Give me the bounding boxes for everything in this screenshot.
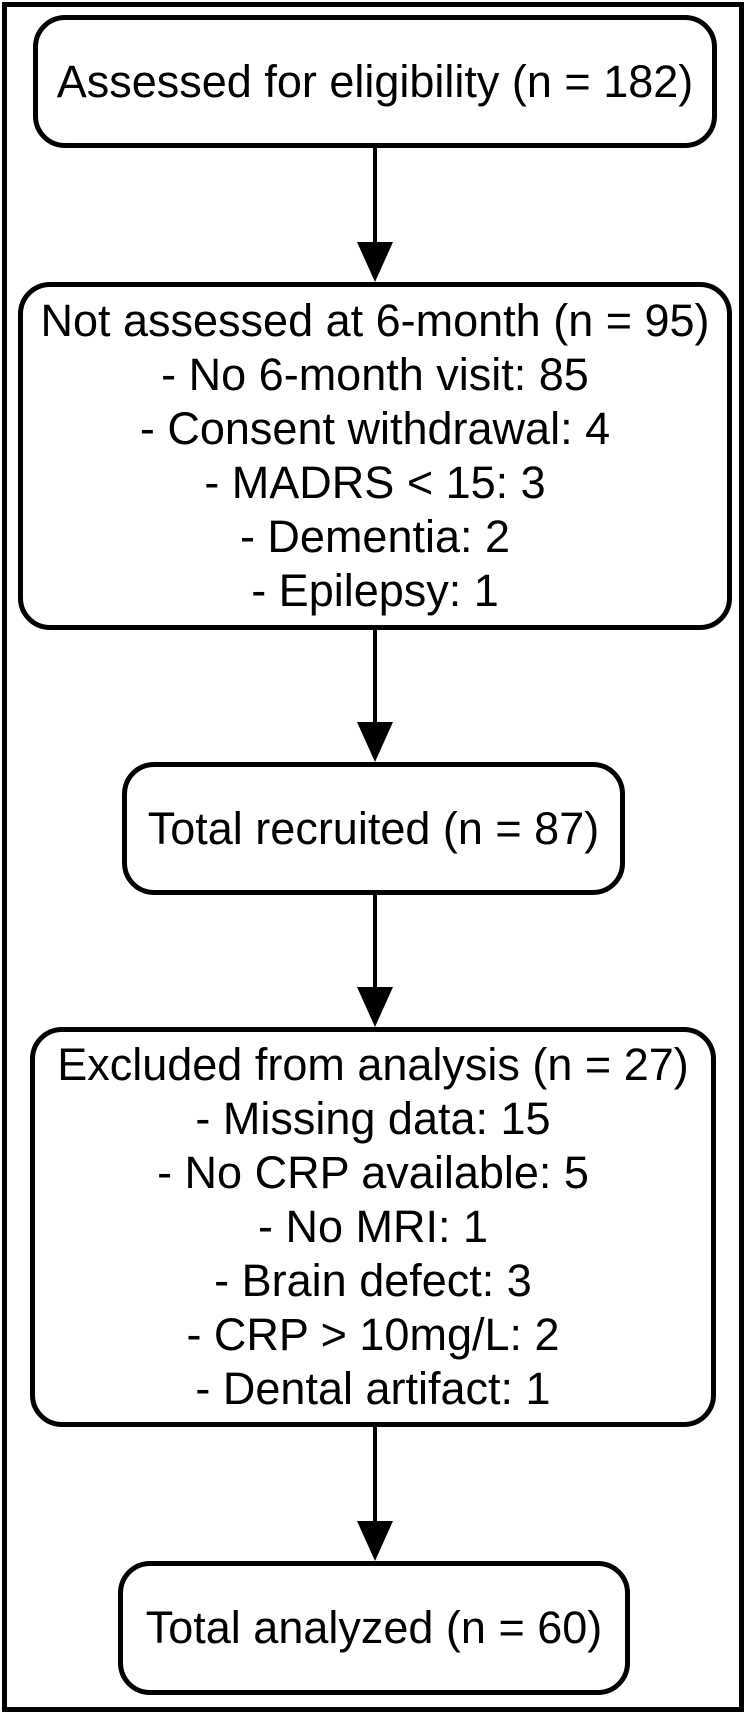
- arrow-line: [373, 630, 377, 724]
- box-title: Total recruited (n = 87): [147, 802, 600, 854]
- arrow-head-icon: [357, 987, 393, 1027]
- box-title: Excluded from analysis (n = 27): [57, 1039, 689, 1090]
- box-total-recruited: Total recruited (n = 87): [122, 762, 625, 895]
- box-item: - Dementia: 2: [239, 511, 511, 562]
- box-not-assessed-at-6-month: Not assessed at 6-month (n = 95) - No 6-…: [18, 282, 732, 630]
- arrow-head-icon: [357, 722, 393, 762]
- box-item: - MADRS < 15: 3: [204, 457, 546, 508]
- box-item: - Missing data: 15: [195, 1093, 551, 1144]
- box-item: - No CRP available: 5: [157, 1147, 589, 1198]
- arrow-head-icon: [357, 1521, 393, 1561]
- arrow-head-icon: [357, 242, 393, 282]
- box-title: Not assessed at 6-month (n = 95): [40, 295, 710, 346]
- box-item: - No MRI: 1: [257, 1201, 489, 1252]
- arrow-line: [373, 148, 377, 244]
- box-item: - Epilepsy: 1: [251, 565, 499, 616]
- box-item: - Consent withdrawal: 4: [139, 403, 611, 454]
- arrow-line: [373, 895, 377, 990]
- box-assessed-for-eligibility: Assessed for eligibility (n = 182): [33, 15, 717, 148]
- box-item: - CRP > 10mg/L: 2: [186, 1309, 560, 1360]
- box-item: - No 6-month visit: 85: [161, 349, 589, 400]
- box-excluded-from-analysis: Excluded from analysis (n = 27) - Missin…: [30, 1027, 716, 1427]
- box-item: - Dental artifact: 1: [195, 1363, 551, 1414]
- box-title: Assessed for eligibility (n = 182): [56, 55, 694, 107]
- box-title: Total analyzed (n = 60): [145, 1602, 603, 1653]
- box-item: - Brain defect: 3: [214, 1255, 532, 1306]
- arrow-line: [373, 1427, 377, 1523]
- flow-arrow-3: [357, 895, 393, 1027]
- box-total-analyzed: Total analyzed (n = 60): [118, 1561, 630, 1695]
- flow-arrow-4: [357, 1427, 393, 1561]
- flow-arrow-2: [357, 630, 393, 762]
- flow-arrow-1: [357, 148, 393, 282]
